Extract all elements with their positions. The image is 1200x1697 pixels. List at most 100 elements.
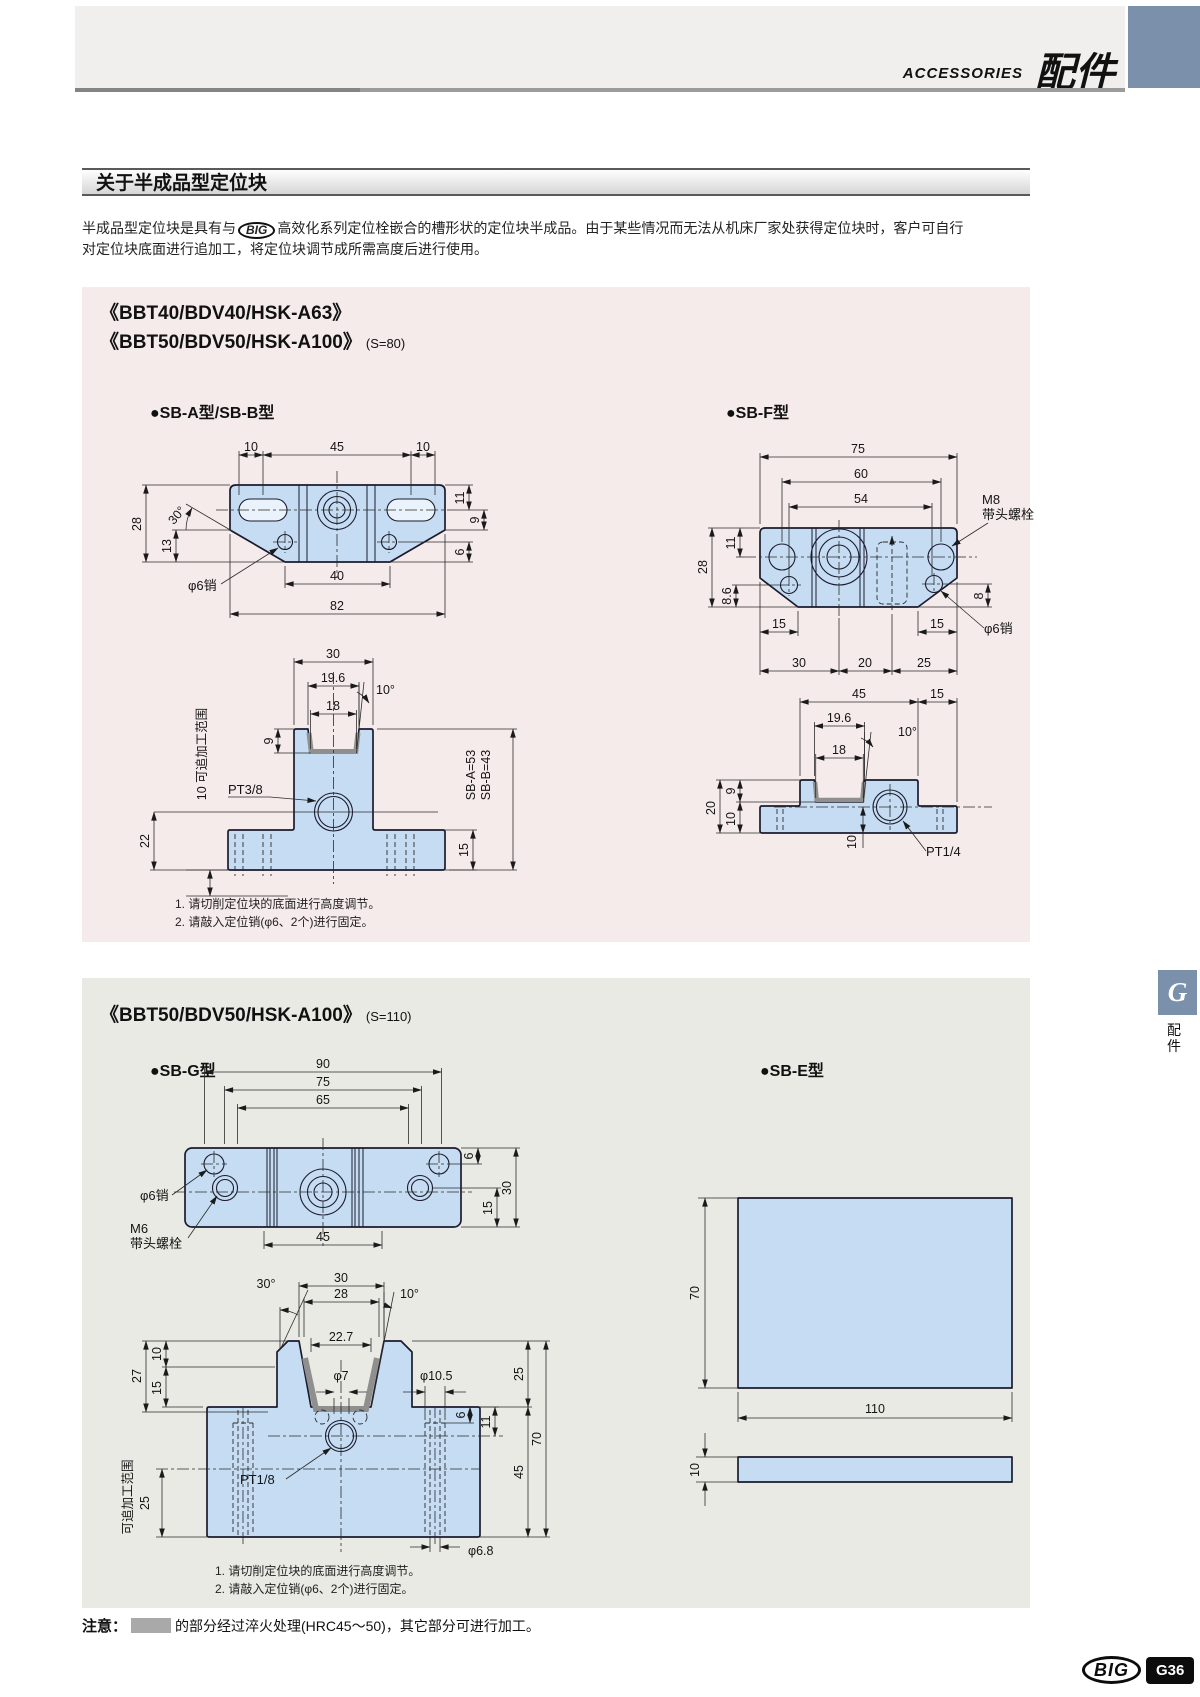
- sbg-side-view-drawing: 30° 30 28 10° 22.7 φ7 φ10.5 6 11 25 45 7…: [120, 1271, 550, 1558]
- big-logo-inline: BIG: [238, 222, 276, 239]
- side-tab-label: 配件: [1167, 1022, 1181, 1054]
- dim-label: 19.6: [827, 711, 851, 725]
- dim-label: 15: [930, 617, 944, 631]
- dim-label: 10: [845, 835, 859, 849]
- sbf-top-view-drawing: 75 60 54 28 11 8.6 8 M8 带头螺栓 15 15 φ6销 3…: [696, 442, 1034, 675]
- dim-label: 19.6: [321, 671, 345, 685]
- sbab-side-view-drawing: 30 19.6 10° 18 9 PT3/8 22 15 10 可追加工范围 S…: [138, 647, 517, 897]
- pin-callout: φ6销: [188, 578, 217, 593]
- dim-label: 15: [481, 1201, 495, 1215]
- dim-label: 30: [334, 1271, 348, 1285]
- dim-label: 75: [316, 1075, 330, 1089]
- dim-label: 28: [696, 560, 710, 574]
- note-line: 2. 请敲入定位销(φ6、2个)进行固定。: [215, 1582, 414, 1596]
- dim-label: φ10.5: [420, 1369, 452, 1383]
- dim-label: 18: [832, 743, 846, 757]
- pin-callout: φ6销: [140, 1188, 169, 1203]
- dim-label: 30: [500, 1181, 514, 1195]
- sbab-top-view-drawing: 10 45 10 11 9 6 28 13 30° 40 82 φ6销: [130, 440, 488, 618]
- panel-s80-title2-text: 《BBT50/BDV50/HSK-A100》: [100, 332, 362, 353]
- dim-label: 28: [130, 517, 144, 531]
- dim-label: 8: [972, 592, 986, 599]
- dim-label: 25: [917, 656, 931, 670]
- dim-label: 10°: [376, 683, 395, 697]
- header-rule-accent: [75, 88, 360, 92]
- header-eyebrow: ACCESSORIES: [902, 65, 1023, 82]
- dim-label: 28: [334, 1287, 348, 1301]
- panel-s80-title2: 《BBT50/BDV50/HSK-A100》(S=80): [100, 327, 405, 354]
- dim-label: 25: [138, 1496, 152, 1510]
- dim-label: 65: [316, 1093, 330, 1107]
- dim-label: 10: [688, 1463, 702, 1477]
- dim-label: 10: [244, 440, 258, 454]
- dim-label: 11: [453, 491, 467, 504]
- dim-label: 10: [150, 1347, 164, 1361]
- dim-label: 20: [858, 656, 872, 670]
- bolt-callout: 带头螺栓: [982, 507, 1034, 522]
- bolt-callout: 带头螺栓: [130, 1236, 182, 1251]
- dim-label: 15: [772, 617, 786, 631]
- page-number: G36: [1146, 1656, 1195, 1684]
- notice-prefix: 注意：: [82, 1618, 128, 1635]
- intro-p1b: 高效化系列定位栓嵌合的槽形状的定位块半成品。由于某些情况而无法从机床厂家处获得定…: [277, 220, 964, 236]
- dim-label: 45: [852, 687, 866, 701]
- dim-label: 82: [330, 599, 344, 613]
- dim-label: 27: [130, 1369, 144, 1383]
- pt-callout: PT3/8: [228, 782, 263, 797]
- dim-label: 75: [851, 442, 865, 456]
- sbg-top-view-drawing: 90 75 65 6 15 30 45 φ6销 M6 带头螺栓: [130, 1057, 520, 1251]
- dim-label: 18: [326, 699, 340, 713]
- dim-label: 15: [930, 687, 944, 701]
- dim-label: 20: [704, 801, 718, 815]
- dim-label: 10°: [400, 1287, 419, 1301]
- page-title: 配件: [1035, 51, 1115, 95]
- header-rule: [75, 88, 1125, 92]
- footer: BIG G36: [1082, 1656, 1195, 1684]
- machining-range-label: 10 可追加工范围: [194, 708, 209, 800]
- label-sb-g: ●SB-G型: [150, 1063, 216, 1080]
- dim-label: φ7: [333, 1369, 348, 1383]
- panel-s80-notes: 1. 请切削定位块的底面进行高度调节。 2. 请敲入定位销(φ6、2个)进行固定…: [175, 895, 380, 931]
- dim-label: 15: [150, 1381, 164, 1395]
- hardened-swatch: [131, 1618, 172, 1633]
- dim-label: 11: [724, 536, 738, 549]
- dim-label: 30°: [257, 1277, 276, 1291]
- dim-label: 15: [457, 843, 471, 857]
- section-title: 关于半成品型定位块: [82, 168, 1030, 196]
- header-band: [75, 6, 1125, 88]
- dim-label: 70: [688, 1286, 702, 1300]
- dim-label: 10: [416, 440, 430, 454]
- panel-s110-title-suffix: (S=110): [365, 1009, 412, 1024]
- dim-label: 22.7: [329, 1330, 353, 1344]
- dim-label: φ6.8: [468, 1544, 494, 1558]
- dim-label: 40: [330, 569, 344, 583]
- dim-label: 30: [792, 656, 806, 670]
- dim-label: 6: [454, 1411, 468, 1418]
- dim-label: 25: [512, 1367, 526, 1381]
- pin-callout: φ6销: [984, 621, 1013, 636]
- panel-s110-notes: 1. 请切削定位块的底面进行高度调节。 2. 请敲入定位销(φ6、2个)进行固定…: [215, 1562, 420, 1598]
- header-corner-block: [1128, 6, 1200, 88]
- height-label: SB-B=43: [479, 750, 493, 800]
- dim-label: 45: [512, 1465, 526, 1479]
- label-sb-f: ●SB-F型: [726, 405, 789, 422]
- dim-label: 22: [138, 834, 152, 848]
- panel-s80-title1: 《BBT40/BDV40/HSK-A63》: [100, 303, 352, 324]
- dim-label: 90: [316, 1057, 330, 1071]
- height-label: SB-A=53: [464, 750, 478, 800]
- machining-range-label: 可追加工范围: [120, 1459, 135, 1534]
- dim-label: 13: [160, 539, 174, 553]
- notice-text: 的部分经过淬火处理(HRC45～50)，其它部分可进行加工。: [175, 1617, 540, 1634]
- dim-label: 9: [262, 737, 276, 744]
- dim-label: 9: [724, 787, 738, 794]
- intro-p1a: 半成品型定位块是具有与: [82, 220, 236, 236]
- side-tab-letter: G: [1158, 970, 1197, 1015]
- panel-s110-title-text: 《BBT50/BDV50/HSK-A100》: [100, 1005, 362, 1026]
- note-line: 1. 请切削定位块的底面进行高度调节。: [215, 1564, 421, 1578]
- bolt-callout: M6: [130, 1221, 148, 1236]
- dim-label: 30°: [165, 504, 188, 527]
- panel-s80-title2-suffix: (S=80): [365, 336, 406, 351]
- label-sb-ab: ●SB-A型/SB-B型: [150, 405, 275, 422]
